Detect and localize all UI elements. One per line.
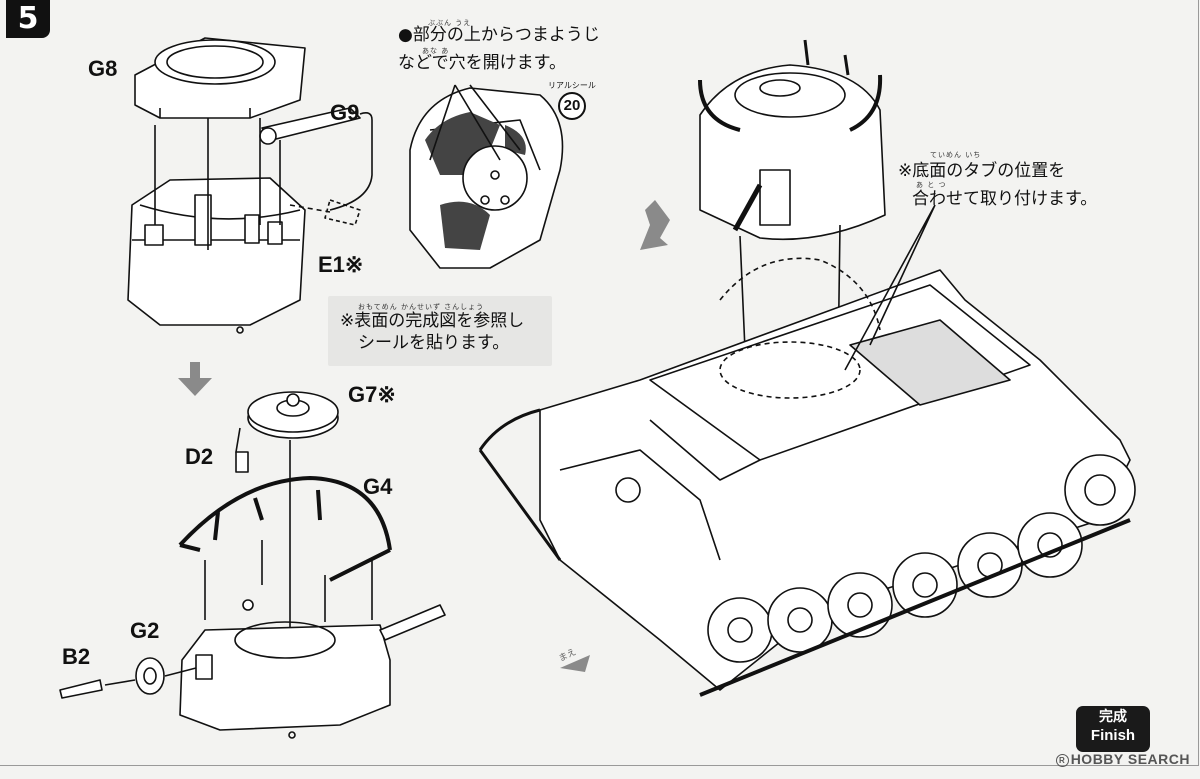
seal-number-badge: 20 [558,92,586,120]
ruby-seal-ref: おもてめん かんせいず さんしょう [358,303,485,311]
down-arrow-icon [178,362,212,396]
note-poke-hole-line2: などで穴を開けます。 [398,53,566,73]
note-seal-ref-line1: ※表面の完成図を参照し [340,311,525,331]
note-poke-hole-line1: ●部分の上からつまようじ [398,22,600,48]
part-label-b2: B2 [62,644,91,669]
turret-upper-right [698,39,886,371]
g7-cupola-cap [247,391,339,632]
finish-badge: 完成 Finish [1076,706,1150,752]
g2-b2-parts [59,657,197,699]
d2-antenna-part [235,427,249,473]
part-label-d2: D2 [185,444,214,469]
watermark-text: HOBBY SEARCH [1070,751,1190,767]
part-label-g4: G4 [363,474,393,499]
right-arrow-icon [640,200,670,250]
note-seal-reference-box: おもてめん かんせいず さんしょう ※表面の完成図を参照し シールを貼ります。 [328,296,552,366]
registered-mark-icon: R [1055,753,1069,767]
finish-label-en: Finish [1090,727,1136,744]
part-label-g8: G8 [88,56,118,81]
note-poke-hole-text1: 部分の上からつまようじ [412,25,600,45]
ruby-poke-hole: ぶぶん うえ [428,19,472,27]
part-label-e1: E1※ [318,252,364,277]
step-number-badge: 5 [6,0,50,38]
finish-label-jp: 完成 [1099,709,1127,725]
bullet-icon: ● [398,25,413,45]
note-align-tab-line2: 合わせて取り付けます。 [912,189,1098,209]
seal-label: リアルシール [548,81,596,90]
g4-handrail [178,476,392,582]
part-label-g9: G9 [330,100,360,125]
ruby-align-tab-2: あ と つ [916,181,947,189]
note-align-tab-line1: ※底面のタブの位置を [898,161,1066,181]
tank-hull [478,257,1136,697]
turret-top-view [409,84,564,269]
part-label-g7: G7※ [348,382,396,407]
turret-body-lower [179,599,446,739]
note-seal-ref-line2: シールを貼ります。 [358,333,510,353]
g8-hatch-plate [134,37,306,119]
ruby-align-tab: ていめん いち [930,151,982,159]
part-label-g2: G2 [130,618,160,643]
front-arrow-icon [560,655,590,672]
ruby-poke-hole-2: あな あ [422,47,450,55]
